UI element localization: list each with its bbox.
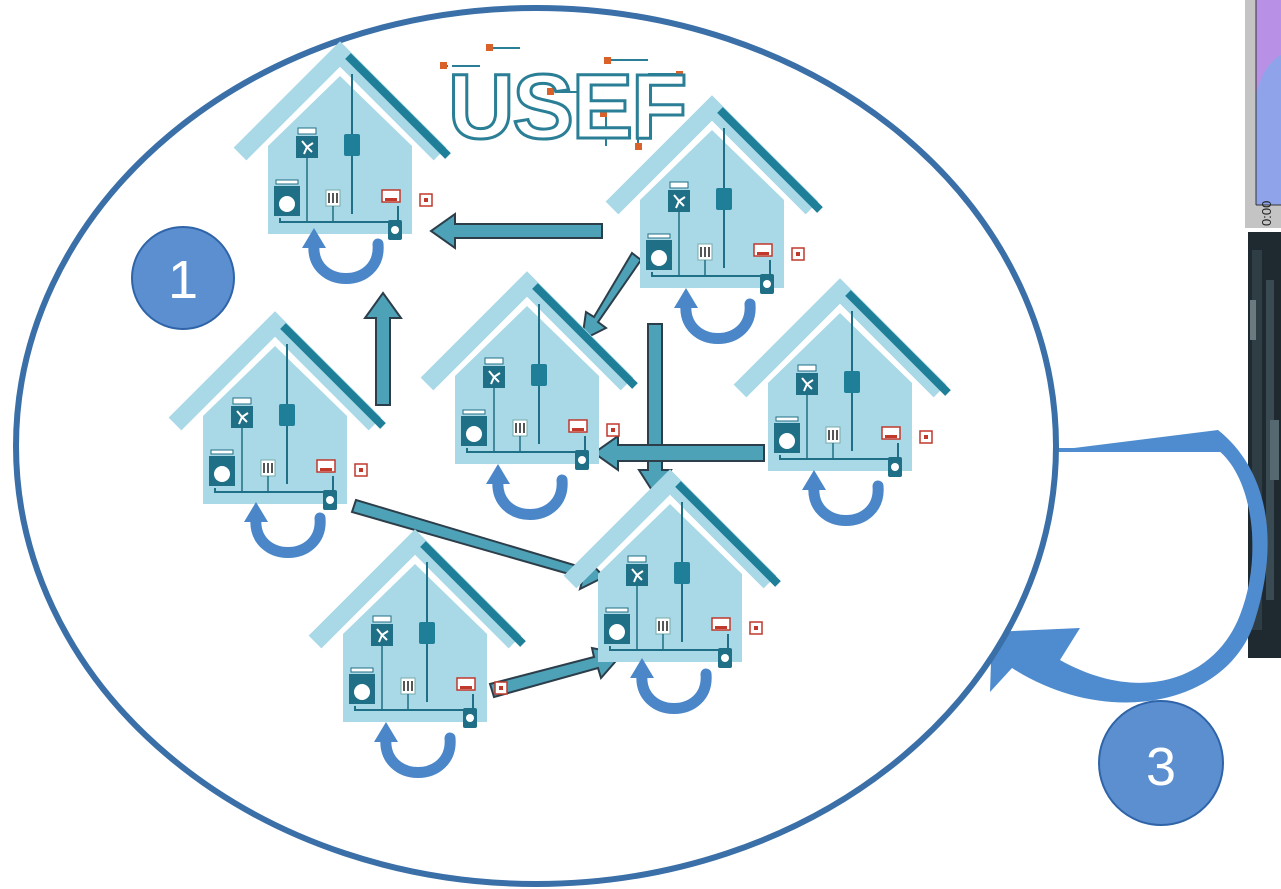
step-badge-1-label: 1 — [168, 250, 198, 310]
flow-arrow — [363, 291, 403, 406]
flow-arrow — [488, 646, 624, 699]
flow-arrow — [580, 251, 643, 342]
step-badge-3-label: 3 — [1146, 737, 1176, 797]
time-tick-label: 0:00 — [1259, 201, 1274, 226]
flow-arrow — [592, 434, 765, 472]
step-badge-1: 1 — [131, 226, 235, 330]
chart-thumbnail: 0:00 — [1245, 0, 1281, 228]
step-badge-3: 3 — [1098, 700, 1224, 826]
usef-logo: USEF — [440, 44, 689, 160]
usef-logo-text: USEF — [448, 56, 685, 158]
feedback-arrow — [990, 430, 1268, 703]
flow-arrow — [429, 212, 603, 250]
